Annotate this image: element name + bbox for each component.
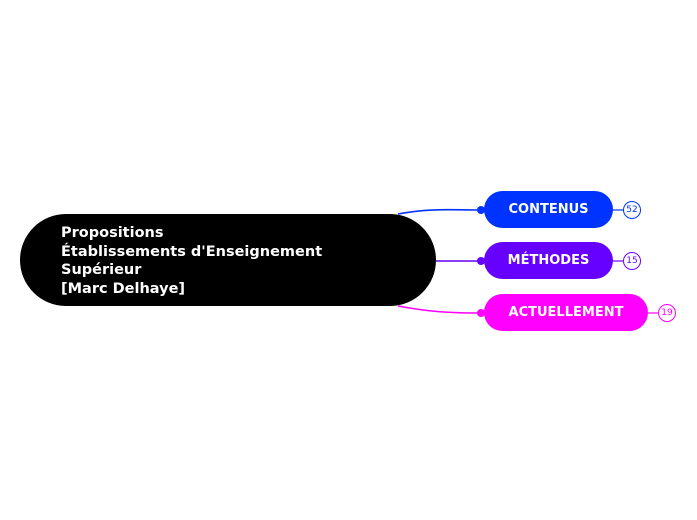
root-title-line-2: Établissements d'Enseignement xyxy=(61,243,323,260)
root-title-line-4: [Marc Delhaye] xyxy=(61,280,186,297)
branch-node-contenus[interactable]: CONTENUS xyxy=(484,191,613,228)
connector-dot-methodes xyxy=(477,257,485,265)
count-badge-methodes[interactable]: 15 xyxy=(623,252,641,270)
root-title-line-3: Supérieur xyxy=(61,262,142,278)
branch-label-methodes: MÉTHODES xyxy=(507,253,590,268)
root-topic-node[interactable]: Propositions Établissements d'Enseigneme… xyxy=(20,214,436,306)
branch-node-actuellement[interactable]: ACTUELLEMENT xyxy=(484,294,648,331)
branch-label-contenus: CONTENUS xyxy=(508,202,589,217)
branch-node-methodes[interactable]: MÉTHODES xyxy=(484,242,613,279)
connector-dot-actuellement xyxy=(477,309,485,317)
count-badge-contenus[interactable]: 52 xyxy=(623,201,641,219)
connector-dot-contenus xyxy=(477,206,485,214)
count-badge-actuellement[interactable]: 19 xyxy=(658,304,676,322)
connector-contenus xyxy=(397,208,482,215)
root-title-line-1: Propositions xyxy=(61,225,164,241)
connector-actuellement xyxy=(397,305,482,314)
branch-label-actuellement: ACTUELLEMENT xyxy=(508,305,624,320)
